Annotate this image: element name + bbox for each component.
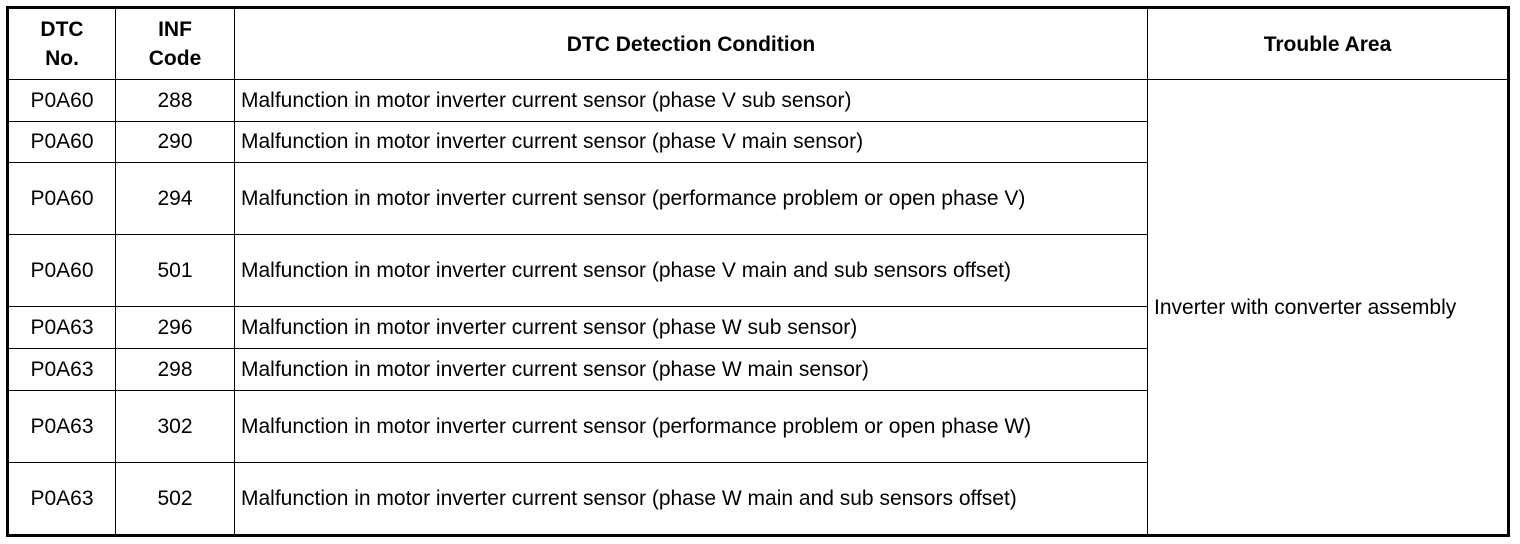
header-dtc-no-line-2: No. xyxy=(45,47,79,70)
dtc-cell: P0A63 xyxy=(7,461,116,537)
table-row: P0A60 501 Malfunction in motor inverter … xyxy=(7,234,1509,308)
header-dtc-no-line-1: DTC xyxy=(40,18,84,41)
condition-cell: Malfunction in motor inverter current se… xyxy=(234,461,1148,537)
table-row: P0A63 302 Malfunction in motor inverter … xyxy=(7,389,1509,463)
dtc-cell: P0A60 xyxy=(7,234,116,308)
condition-cell: Malfunction in motor inverter current se… xyxy=(234,389,1148,463)
header-row: DTC No. INF Code DTC Detection Condition… xyxy=(7,7,1509,80)
header-trouble-area: Trouble Area xyxy=(1147,7,1509,80)
condition-cell: Malfunction in motor inverter current se… xyxy=(234,79,1148,122)
inf-code-cell: 502 xyxy=(115,461,235,537)
header-detection-condition: DTC Detection Condition xyxy=(234,7,1148,80)
dtc-cell: P0A60 xyxy=(7,79,116,122)
dtc-cell: P0A63 xyxy=(7,389,116,463)
table-row: P0A60 294 Malfunction in motor inverter … xyxy=(7,162,1509,236)
condition-cell: Malfunction in motor inverter current se… xyxy=(234,120,1148,164)
condition-cell: Malfunction in motor inverter current se… xyxy=(234,234,1148,308)
header-inf-code-line-1: INF xyxy=(158,18,192,41)
dtc-table: DTC No. INF Code DTC Detection Condition… xyxy=(6,6,1510,537)
inf-code-cell: 294 xyxy=(115,162,235,236)
inf-code-cell: 290 xyxy=(115,120,235,164)
trouble-area-cell: Inverter with converter assembly xyxy=(1147,79,1509,536)
inf-code-cell: 296 xyxy=(115,306,235,350)
table-row: P0A60 290 Malfunction in motor inverter … xyxy=(7,120,1509,164)
header-dtc-no: DTC No. xyxy=(7,7,116,80)
table-row: P0A63 296 Malfunction in motor inverter … xyxy=(7,306,1509,350)
inf-code-cell: 298 xyxy=(115,348,235,391)
condition-cell: Malfunction in motor inverter current se… xyxy=(234,162,1148,236)
table-row: P0A63 298 Malfunction in motor inverter … xyxy=(7,348,1509,391)
condition-cell: Malfunction in motor inverter current se… xyxy=(234,348,1148,391)
condition-cell: Malfunction in motor inverter current se… xyxy=(234,306,1148,350)
table-row: P0A63 502 Malfunction in motor inverter … xyxy=(7,461,1509,537)
inf-code-cell: 302 xyxy=(115,389,235,463)
table-row: P0A60 288 Malfunction in motor inverter … xyxy=(7,79,1509,536)
dtc-cell: P0A60 xyxy=(7,162,116,236)
header-inf-code-line-2: Code xyxy=(148,47,202,70)
dtc-cell: P0A63 xyxy=(7,306,116,350)
dtc-cell: P0A60 xyxy=(7,120,116,164)
inf-code-cell: 288 xyxy=(115,79,235,122)
dtc-cell: P0A63 xyxy=(7,348,116,391)
inf-code-cell: 501 xyxy=(115,234,235,308)
header-inf-code: INF Code xyxy=(115,7,235,80)
